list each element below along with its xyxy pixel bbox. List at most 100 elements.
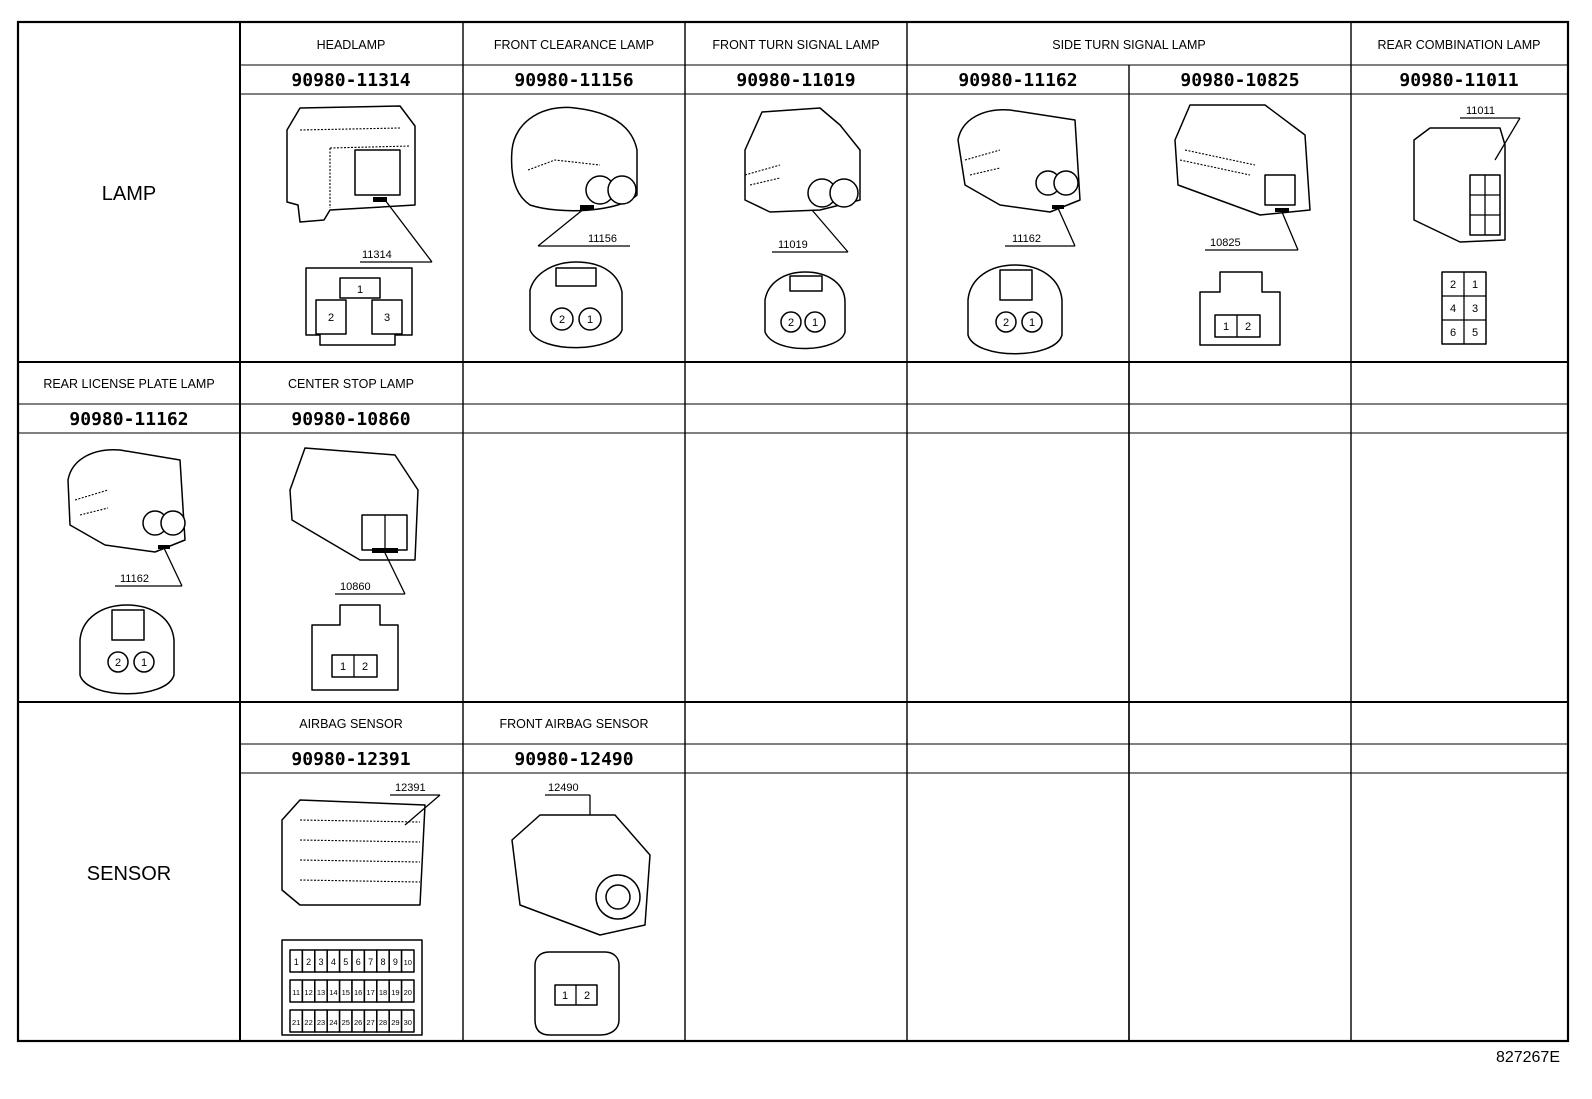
pin-label: 2 xyxy=(1003,317,1009,329)
pin-label: 2 xyxy=(1450,279,1456,291)
callout-label: 11162 xyxy=(1012,233,1041,245)
connector-11019-drawing: 11019 2 1 xyxy=(744,107,861,350)
title-front-airbag-sensor: FRONT AIRBAG SENSOR xyxy=(499,717,648,731)
pin-label: 14 xyxy=(329,988,337,997)
pin-label: 2 xyxy=(362,661,368,673)
pin-label: 2 xyxy=(328,312,334,324)
pin-label: 25 xyxy=(342,1018,350,1027)
callout-label: 11019 xyxy=(778,239,808,251)
part-number: 90980-11011 xyxy=(1399,70,1518,91)
pin-label: 13 xyxy=(317,988,325,997)
pin-cell xyxy=(400,949,415,973)
connector-11314-drawing: 11314 1 2 3 xyxy=(286,105,433,346)
pin-label: 2 xyxy=(1245,321,1251,333)
callout-label: 11011 xyxy=(1466,105,1495,117)
connector-11156-drawing: 11156 2 1 xyxy=(510,106,638,349)
pin-label: 6 xyxy=(356,957,361,967)
callout-label: 11314 xyxy=(362,249,392,261)
connector-10825-drawing: 10825 1 2 xyxy=(1174,104,1311,346)
pin-label: 1 xyxy=(141,657,147,669)
pin-label: 1 xyxy=(1472,279,1478,291)
callout-label: 10860 xyxy=(340,581,371,593)
pin-label: 24 xyxy=(329,1018,337,1027)
pin-label: 7 xyxy=(368,957,373,967)
pin-label: 30 xyxy=(404,1018,412,1027)
pin-label: 15 xyxy=(342,988,350,997)
section-label-sensor: SENSOR xyxy=(87,863,171,885)
pin-label: 1 xyxy=(1029,317,1035,329)
pin-label: 11 xyxy=(292,988,300,997)
pin-label: 1 xyxy=(562,990,568,1002)
pin-label: 4 xyxy=(331,957,336,967)
callout-label: 10825 xyxy=(1210,237,1241,249)
pin-label: 1 xyxy=(587,314,593,326)
part-number: 90980-11019 xyxy=(736,70,855,91)
pin-label: 3 xyxy=(384,312,390,324)
pin-label: 10 xyxy=(404,958,412,967)
pin-label: 2 xyxy=(584,990,590,1002)
connector-12490-drawing: 12490 1 2 xyxy=(511,782,651,1036)
pin-label: 5 xyxy=(1472,327,1478,339)
table-grid xyxy=(16,20,1570,1043)
pin-label: 23 xyxy=(317,1018,325,1027)
pin-label: 17 xyxy=(366,988,374,997)
part-number: 90980-11156 xyxy=(514,70,633,91)
callout-label: 12391 xyxy=(395,782,426,794)
part-number: 90980-10825 xyxy=(1180,70,1299,91)
title-headlamp: HEADLAMP xyxy=(317,38,386,52)
pin-label: 28 xyxy=(379,1018,387,1027)
pin-label: 1 xyxy=(357,284,363,296)
title-center-stop-lamp: CENTER STOP LAMP xyxy=(288,377,414,391)
pin-label: 12 xyxy=(304,988,312,997)
connector-11162-rear-license-drawing: 11162 2 1 xyxy=(67,449,186,695)
pin-label: 8 xyxy=(380,957,385,967)
pin-label: 18 xyxy=(379,988,387,997)
title-rear-license-plate-lamp: REAR LICENSE PLATE LAMP xyxy=(43,377,214,391)
pin-label: 16 xyxy=(354,988,362,997)
pin-label: 1 xyxy=(294,957,299,967)
pin-label: 20 xyxy=(404,988,412,997)
title-front-turn-signal-lamp: FRONT TURN SIGNAL LAMP xyxy=(712,38,879,52)
pin-cell xyxy=(400,1009,415,1033)
callout-label: 11156 xyxy=(588,233,617,245)
pin-label: 1 xyxy=(812,317,818,329)
pin-label: 1 xyxy=(1223,321,1229,333)
pin-label: 4 xyxy=(1450,303,1456,315)
pin-label: 5 xyxy=(343,957,348,967)
section-label-lamp: LAMP xyxy=(102,183,156,205)
pin-label: 2 xyxy=(559,314,565,326)
pin-label: 2 xyxy=(306,957,311,967)
callout-label: 11162 xyxy=(120,573,149,585)
pin-label: 21 xyxy=(292,1018,300,1027)
title-side-turn-signal-lamp: SIDE TURN SIGNAL LAMP xyxy=(1052,38,1206,52)
title-rear-combination-lamp: REAR COMBINATION LAMP xyxy=(1378,38,1541,52)
pin-label: 29 xyxy=(391,1018,399,1027)
callout-label: 12490 xyxy=(548,782,579,794)
part-number: 90980-12391 xyxy=(291,749,410,770)
pin-label: 2 xyxy=(115,657,121,669)
part-number: 90980-12490 xyxy=(514,749,633,770)
pin-label: 19 xyxy=(391,988,399,997)
figure-id: 827267E xyxy=(1495,1049,1560,1066)
pin-label: 26 xyxy=(354,1018,362,1027)
pin-label: 6 xyxy=(1450,327,1456,339)
connector-11011-drawing: 11011 2 1 4 3 6 5 xyxy=(1413,105,1521,345)
title-airbag-sensor: AIRBAG SENSOR xyxy=(299,717,403,731)
part-number: 90980-11314 xyxy=(291,70,410,91)
pin-label: 27 xyxy=(366,1018,374,1027)
pin-label: 22 xyxy=(304,1018,312,1027)
title-front-clearance-lamp: FRONT CLEARANCE LAMP xyxy=(494,38,654,52)
pin-label: 2 xyxy=(788,317,794,329)
pin-cell xyxy=(400,979,415,1003)
part-number: 90980-11162 xyxy=(69,409,188,430)
part-number: 90980-11162 xyxy=(958,70,1077,91)
connector-10860-drawing: 10860 1 2 xyxy=(289,447,419,691)
pin-label: 3 xyxy=(318,957,323,967)
pin-label: 9 xyxy=(393,957,398,967)
pin-label: 3 xyxy=(1472,303,1478,315)
pin-label: 1 xyxy=(340,661,346,673)
connector-11162-drawing: 11162 2 1 xyxy=(957,109,1081,355)
part-number: 90980-10860 xyxy=(291,409,410,430)
